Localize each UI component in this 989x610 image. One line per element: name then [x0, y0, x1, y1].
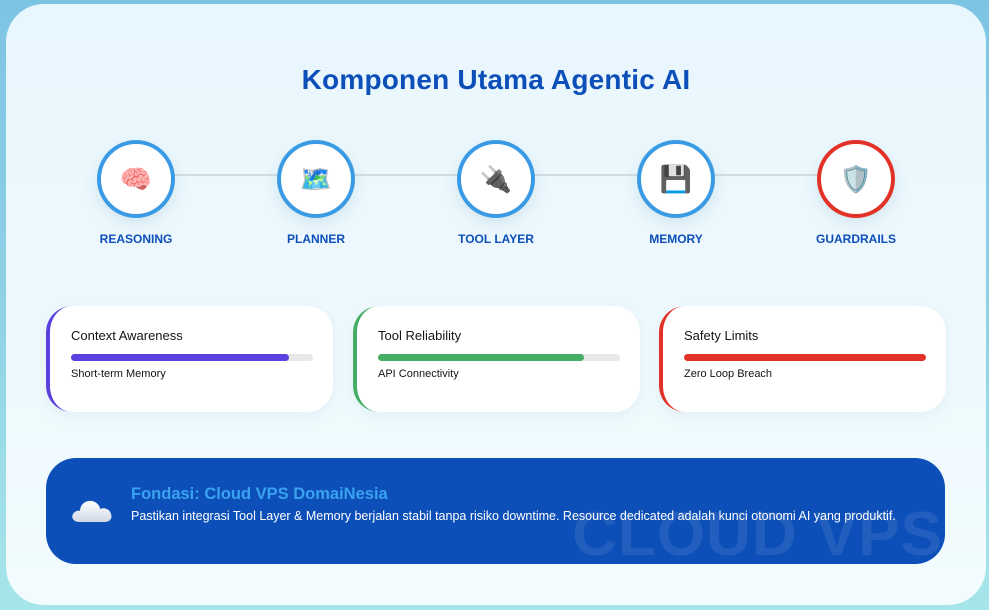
component-reasoning: 🧠 REASONING [96, 140, 176, 246]
banner-description: Pastikan integrasi Tool Layer & Memory b… [131, 509, 896, 523]
cloud-icon [72, 500, 112, 522]
metric-card-safety-limits: Safety Limits Zero Loop Breach [659, 306, 946, 412]
world-map-icon: 🗺️ [277, 140, 355, 218]
plug-icon: 🔌 [457, 140, 535, 218]
progress-fill [378, 354, 584, 361]
metric-subtitle: API Connectivity [378, 368, 459, 380]
progress-bar [71, 354, 313, 361]
metric-title: Tool Reliability [378, 328, 462, 343]
foundation-banner: CLOUD VPS Fondasi: Cloud VPS DomaiNesia … [46, 458, 945, 564]
banner-title: Fondasi: Cloud VPS DomaiNesia [131, 485, 388, 503]
brain-icon: 🧠 [97, 140, 175, 218]
metric-card-context-awareness: Context Awareness Short-term Memory [46, 306, 333, 412]
progress-fill [684, 354, 926, 361]
component-tool-layer: 🔌 TOOL LAYER [456, 140, 536, 246]
component-label: REASONING [99, 232, 173, 246]
progress-bar [684, 354, 926, 361]
component-planner: 🗺️ PLANNER [276, 140, 356, 246]
component-label: TOOL LAYER [458, 232, 534, 246]
component-memory: 💾 MEMORY [636, 140, 716, 246]
component-label: PLANNER [286, 232, 345, 246]
shield-icon: 🛡️ [817, 140, 895, 218]
progress-fill [71, 354, 289, 361]
metric-subtitle: Short-term Memory [71, 368, 166, 380]
banner-watermark: CLOUD VPS [572, 500, 943, 564]
progress-bar [378, 354, 620, 361]
component-guardrails: 🛡️ GUARDRAILS [816, 140, 896, 246]
metric-title: Context Awareness [71, 328, 183, 343]
floppy-disk-icon: 💾 [637, 140, 715, 218]
metric-subtitle: Zero Loop Breach [684, 368, 773, 380]
component-label: MEMORY [649, 232, 703, 246]
metric-card-tool-reliability: Tool Reliability API Connectivity [353, 306, 640, 412]
page-title: Komponen Utama Agentic AI [301, 64, 691, 95]
component-label: GUARDRAILS [816, 232, 896, 246]
metric-title: Safety Limits [684, 328, 759, 343]
